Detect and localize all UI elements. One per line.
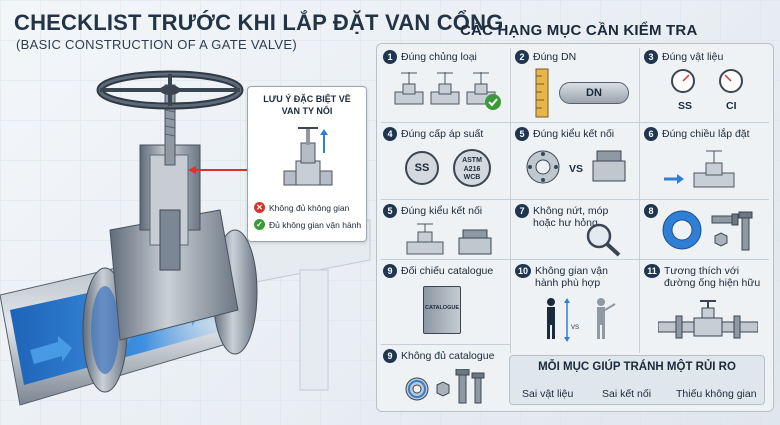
pressure-gauge-icon <box>719 69 743 93</box>
check-icon: ✓ <box>254 219 265 230</box>
divider <box>381 199 769 200</box>
callout-good-row: ✓ Đủ không gian vận hành <box>254 219 361 230</box>
check-item-type: 1 Đúng chủng loại <box>383 50 508 120</box>
flange-icon <box>526 150 560 184</box>
check-item-missing-catalogue: 9 Không đủ catalogue <box>383 349 508 409</box>
divider <box>510 48 511 353</box>
risk-wrong-connection: Sai kết nối <box>602 388 652 400</box>
catalogue-book-icon: CATALOGUE <box>423 286 461 334</box>
callout-title: LƯU Ý ĐẶC BIỆT VỀ VAN TY NỔI <box>263 94 351 116</box>
flow-direction-icon <box>664 150 735 188</box>
ruler-icon <box>535 68 549 118</box>
check-item-dn: 2 Đúng DN DN <box>515 50 637 120</box>
check-item-direction: 6 Đúng chiều lắp đặt <box>644 127 769 197</box>
pipeline-valve-icon <box>658 300 758 339</box>
callout-bad-row: ✕ Không đủ không gian <box>254 202 349 213</box>
check-item-catalogue: 9 Đối chiếu catalogue CATALOGUE <box>383 264 508 342</box>
page-title: CHECKLIST TRƯỚC KHI LẮP ĐẶT VAN CỔNG <box>14 10 504 35</box>
pressure-gauge-icon <box>671 69 695 93</box>
summary-title: MỖI MỤC GIÚP TRÁNH MỘT RỦI RO <box>538 361 736 373</box>
check-item-gaskets: 8 <box>644 204 769 258</box>
fasteners-icon <box>405 369 485 404</box>
page-subtitle: (BASIC CONSTRUCTION OF A GATE VALVE) <box>16 37 297 52</box>
valve-types-icon <box>394 72 501 110</box>
threaded-fitting-icon <box>592 150 626 182</box>
check-item-compatibility: 11 Tương thích với đường ống hiện hữu <box>644 264 769 342</box>
risk-lack-space: Thiếu không gian <box>676 388 757 400</box>
clearance-people-icon <box>547 298 616 342</box>
check-item-connection: 5 Đúng kiểu kết nối VS <box>515 127 637 197</box>
cross-icon: ✕ <box>254 202 265 213</box>
connection-types-icon <box>406 223 492 255</box>
divider <box>381 259 769 260</box>
astm-badge: ASTM A216 WCB <box>453 149 491 187</box>
magnifier-icon <box>586 223 621 257</box>
ss-badge: SS <box>405 151 439 185</box>
risk-summary-box: MỖI MỤC GIÚP TRÁNH MỘT RỦI RO Sai vật li… <box>509 355 765 405</box>
rising-stem-valve-icon <box>283 127 333 186</box>
check-item-material: 3 Đúng vật liệu SS CI <box>644 50 769 120</box>
rising-stem-callout: LƯU Ý ĐẶC BIỆT VỀ VAN TY NỔI ✕ Không đủ … <box>247 86 367 242</box>
risk-wrong-material: Sai vật liệu <box>522 388 574 400</box>
check-item-pressure: 4 Đúng cấp áp suất SS ASTM A216 WCB <box>383 127 508 197</box>
checklist-panel: 1 Đúng chủng loại 2 Đúng DN DN 3 Đúng vậ… <box>376 43 774 412</box>
divider <box>381 344 511 345</box>
check-item-connection-2: 5 Đúng kiểu kết nối <box>383 204 508 258</box>
dn-pipe-icon: DN <box>559 82 629 104</box>
divider <box>639 48 640 353</box>
checklist-heading: CÁC HẠNG MỤC CẦN KIỂM TRA <box>460 22 698 39</box>
check-item-clearance: 10 Không gian vận hành phù hợp VS <box>515 264 637 342</box>
check-item-damage: 7 Không nứt, móp hoặc hư hỏng <box>515 204 637 258</box>
gasket-bolts-icon <box>662 210 753 251</box>
divider <box>381 122 769 123</box>
gate-valve-illustration <box>0 70 371 406</box>
